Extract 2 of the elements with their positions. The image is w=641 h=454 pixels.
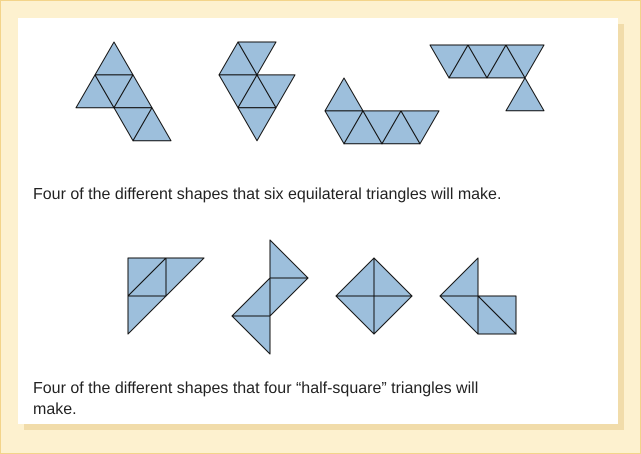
caption-text: Four of the different shapes that four “half-square” triangles will make. [33, 379, 480, 420]
caption-text: Four of the different shapes that six equilateral triangles will make. [33, 185, 502, 205]
